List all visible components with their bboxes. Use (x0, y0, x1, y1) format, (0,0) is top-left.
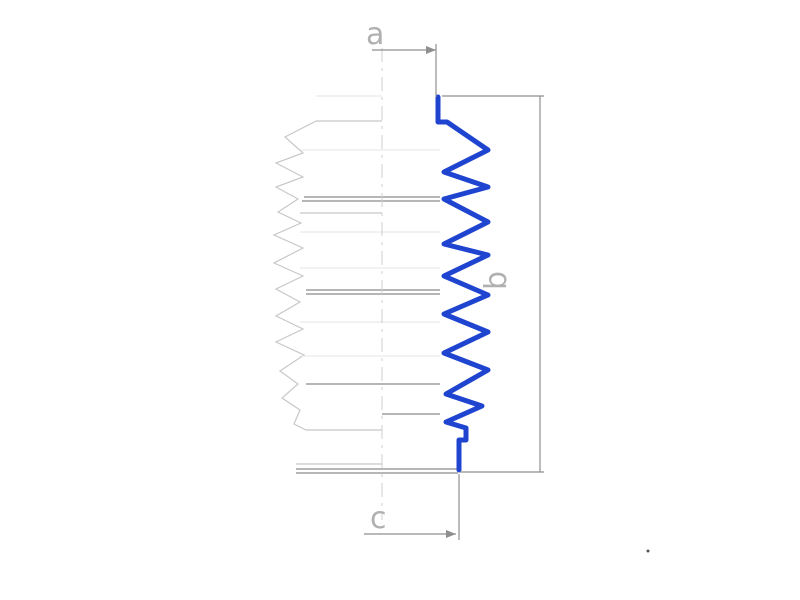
rib-lines (296, 196, 458, 474)
dimension-c (364, 474, 460, 540)
dimension-a (372, 44, 437, 97)
dimension-b (442, 95, 544, 473)
label-c: c (370, 501, 387, 536)
stray-dot (646, 549, 650, 553)
bellows-profile (435, 94, 491, 473)
label-b: b (479, 271, 514, 290)
label-a: a (366, 17, 384, 52)
outer-contour (272, 120, 317, 431)
arrow-head (426, 46, 436, 54)
bellows-outline (272, 120, 382, 465)
arrow-head (446, 530, 456, 538)
ghost-lines (300, 95, 440, 357)
